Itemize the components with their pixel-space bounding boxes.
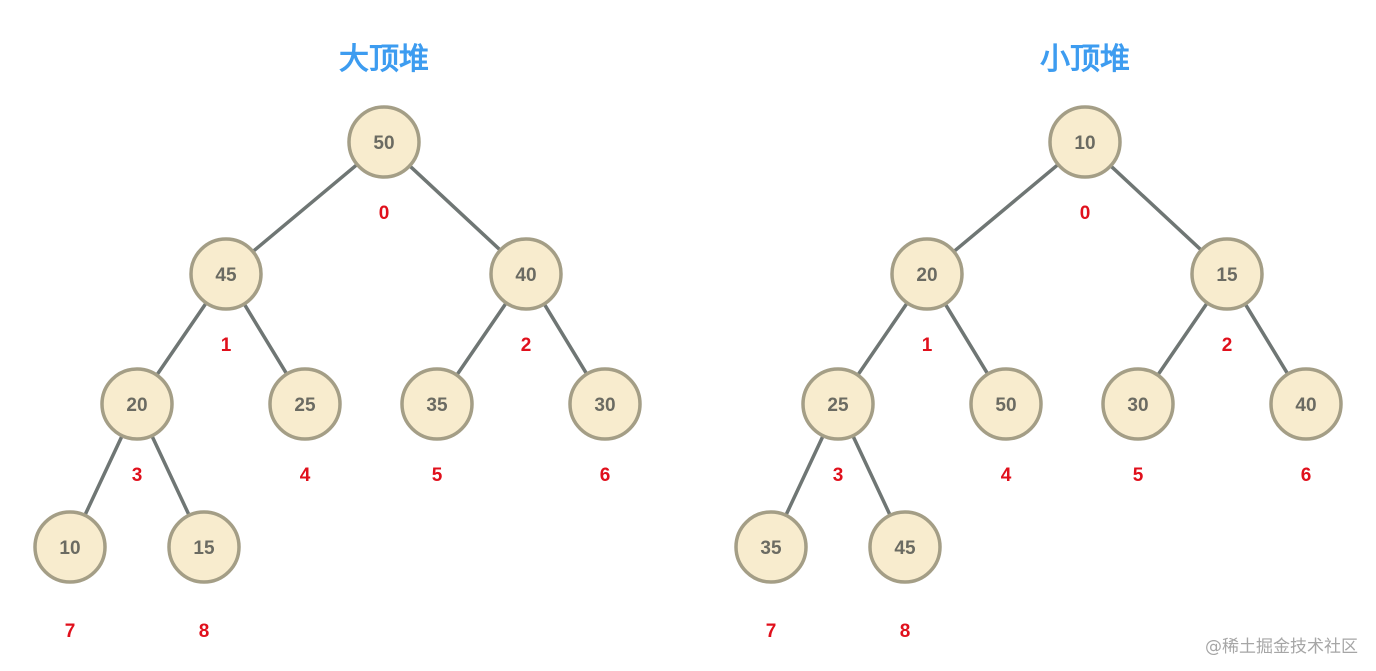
min-heap-node-index-7: 7: [766, 621, 777, 642]
max-heap-node-7: 10 7: [33, 510, 107, 642]
min-heap-node-index-8: 8: [900, 621, 911, 642]
min-heap-node-index-6: 6: [1301, 465, 1312, 486]
max-heap-edge-3-8: [149, 432, 192, 519]
min-heap-node-circle-4: [969, 367, 1043, 441]
max-heap-node-value-0: 50: [373, 133, 394, 154]
max-heap-edge-3-7: [82, 432, 125, 519]
min-heap-node-index-4: 4: [1001, 465, 1012, 486]
max-heap-node-8: 15 8: [167, 510, 241, 642]
max-heap-node-1: 45 1: [189, 237, 263, 356]
max-heap-node-index-4: 4: [300, 465, 311, 486]
max-heap-node-index-1: 1: [221, 335, 232, 356]
max-heap-node-value-1: 45: [215, 265, 237, 286]
min-heap-edge-3-8: [850, 432, 893, 519]
max-heap-edge-2-6: [541, 300, 590, 378]
max-heap-edge-2-5: [453, 299, 510, 379]
min-heap-node-circle-2: [1190, 237, 1264, 311]
max-heap-node-circle-7: [33, 510, 107, 584]
min-heap-node-0: 10 0: [1048, 105, 1122, 224]
max-heap-node-index-5: 5: [432, 465, 443, 486]
min-heap-node-circle-3: [801, 367, 875, 441]
min-heap-title: 小顶堆: [1040, 42, 1130, 77]
min-heap-node-index-3: 3: [833, 465, 844, 486]
max-heap-node-circle-0: [347, 105, 421, 179]
min-heap-node-value-8: 45: [894, 538, 916, 559]
min-heap-edge-0-1: [950, 161, 1062, 255]
min-heap-edge-2-6: [1242, 300, 1291, 378]
max-heap-node-circle-5: [400, 367, 474, 441]
max-heap-edge-0-1: [249, 161, 361, 255]
min-heap-edge-3-7: [783, 432, 826, 519]
max-heap-node-value-3: 20: [126, 395, 147, 416]
max-heap-edge-1-4: [241, 300, 290, 378]
nodes-layer: 5004514022032543553061071581002011522535…: [33, 105, 1343, 642]
max-heap-node-index-0: 0: [379, 203, 390, 224]
max-heap-node-2: 40 2: [489, 237, 563, 356]
max-heap-node-value-2: 40: [515, 265, 536, 286]
max-heap-node-circle-4: [268, 367, 342, 441]
max-heap-node-index-3: 3: [132, 465, 143, 486]
min-heap-node-value-2: 15: [1216, 265, 1238, 286]
max-heap-node-index-2: 2: [521, 335, 532, 356]
min-heap-node-circle-0: [1048, 105, 1122, 179]
max-heap-node-circle-6: [568, 367, 642, 441]
watermark: @稀土掘金技术社区: [1205, 637, 1358, 657]
max-heap-node-value-4: 25: [294, 395, 316, 416]
min-heap-node-2: 15 2: [1190, 237, 1264, 356]
max-heap-node-circle-3: [100, 367, 174, 441]
min-heap-node-circle-5: [1101, 367, 1175, 441]
min-heap-node-value-5: 30: [1127, 395, 1148, 416]
min-heap-node-value-4: 50: [995, 395, 1016, 416]
min-heap-node-index-0: 0: [1080, 203, 1091, 224]
min-heap-node-value-1: 20: [916, 265, 937, 286]
max-heap-node-value-8: 15: [193, 538, 215, 559]
max-heap-node-index-7: 7: [65, 621, 76, 642]
max-heap-node-circle-8: [167, 510, 241, 584]
max-heap-node-value-7: 10: [59, 538, 80, 559]
max-heap-node-value-6: 30: [594, 395, 615, 416]
max-heap-node-6: 30 6: [568, 367, 642, 486]
min-heap-node-1: 20 1: [890, 237, 964, 356]
min-heap-node-circle-6: [1269, 367, 1343, 441]
min-heap-edge-1-3: [854, 299, 911, 379]
max-heap-node-value-5: 35: [426, 395, 448, 416]
max-heap-edge-1-3: [153, 299, 210, 379]
min-heap-node-value-0: 10: [1074, 133, 1095, 154]
min-heap-node-value-6: 40: [1295, 395, 1316, 416]
max-heap-node-4: 25 4: [268, 367, 342, 486]
min-heap-edge-1-4: [942, 300, 991, 378]
max-heap-node-0: 50 0: [347, 105, 421, 224]
min-heap-node-circle-1: [890, 237, 964, 311]
min-heap-node-circle-7: [734, 510, 808, 584]
max-heap-node-3: 20 3: [100, 367, 174, 486]
max-heap-node-5: 35 5: [400, 367, 474, 486]
max-heap-node-circle-1: [189, 237, 263, 311]
max-heap-title: 大顶堆: [339, 42, 429, 77]
min-heap-node-6: 40 6: [1269, 367, 1343, 486]
max-heap-edge-0-2: [406, 162, 504, 254]
min-heap-node-8: 45 8: [868, 510, 942, 642]
max-heap-node-index-6: 6: [600, 465, 611, 486]
max-heap-node-circle-2: [489, 237, 563, 311]
min-heap-node-circle-8: [868, 510, 942, 584]
min-heap-node-4: 50 4: [969, 367, 1043, 486]
min-heap-edge-0-2: [1107, 162, 1205, 254]
min-heap-node-value-3: 25: [827, 395, 849, 416]
min-heap-node-5: 30 5: [1101, 367, 1175, 486]
min-heap-node-3: 25 3: [801, 367, 875, 486]
min-heap-edge-2-5: [1154, 299, 1211, 379]
min-heap-node-7: 35 7: [734, 510, 808, 642]
edges-layer: [82, 161, 1291, 519]
max-heap-node-index-8: 8: [199, 621, 210, 642]
min-heap-node-index-5: 5: [1133, 465, 1144, 486]
min-heap-node-index-1: 1: [922, 335, 933, 356]
min-heap-node-index-2: 2: [1222, 335, 1233, 356]
min-heap-node-value-7: 35: [760, 538, 782, 559]
